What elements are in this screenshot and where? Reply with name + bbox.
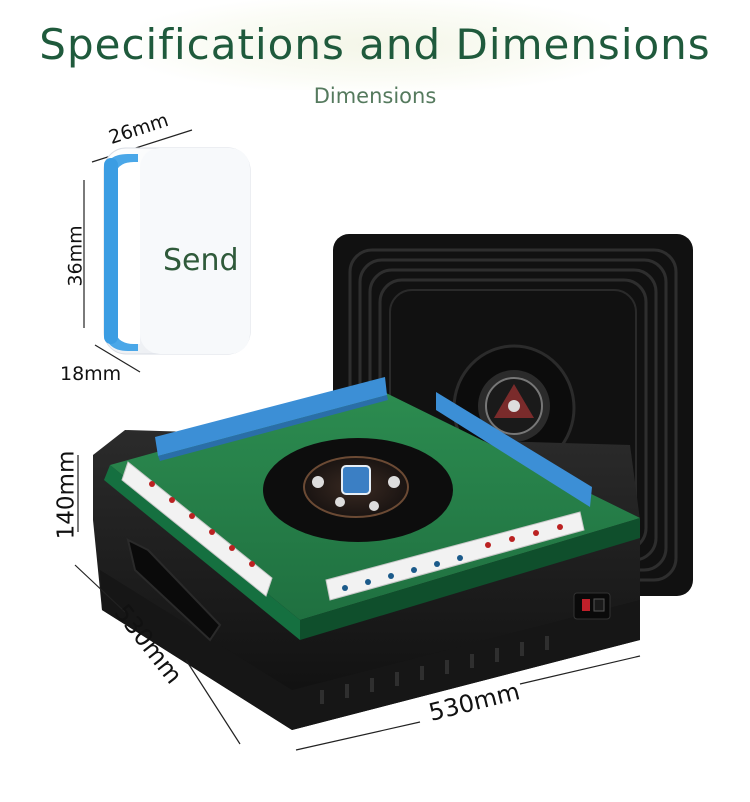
header-glow [140, 0, 610, 90]
tile-depth-label: 18mm [60, 363, 122, 385]
tile-row-front [325, 511, 585, 601]
tile-row-right [436, 392, 592, 507]
tile-label: Send [163, 243, 239, 278]
page-title: Specifications and Dimensions [39, 20, 711, 69]
mahjong-tile [103, 147, 251, 355]
dimension-lines [74, 129, 641, 751]
page-subtitle: Dimensions [313, 84, 437, 108]
table-height-label: 140mm [53, 450, 80, 540]
tile-row-back [155, 377, 388, 461]
tile-row-left [121, 461, 273, 597]
tile-height-label: 36mm [64, 225, 87, 287]
